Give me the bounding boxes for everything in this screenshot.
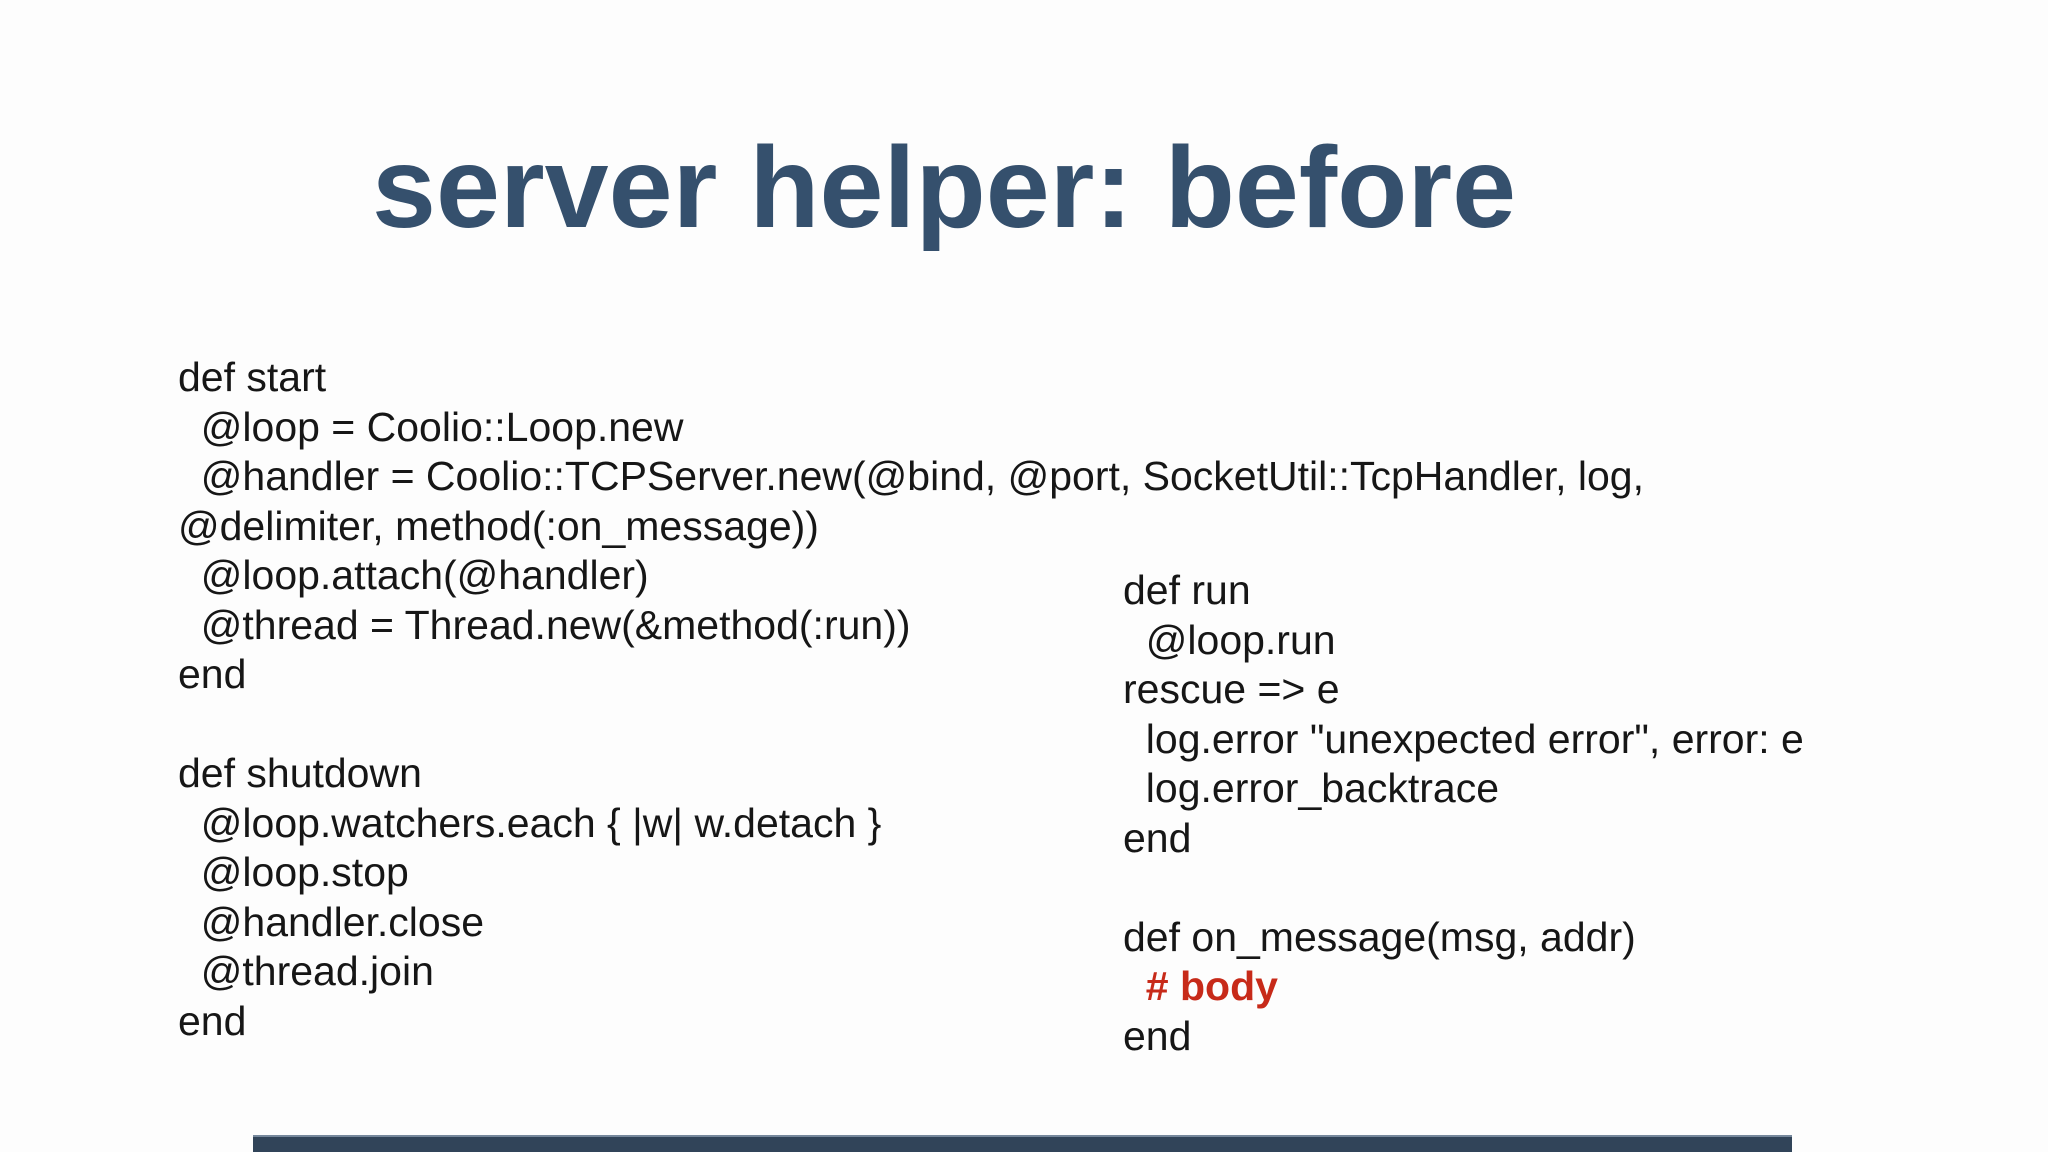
code-line: @thread.join — [178, 948, 434, 994]
code-comment-line: # body — [1123, 963, 1278, 1009]
code-line: @loop.stop — [178, 849, 409, 895]
code-line — [1123, 863, 1804, 913]
slide-title: server helper: before — [372, 124, 1517, 252]
code-line: @loop = Coolio::Loop.new — [178, 403, 684, 450]
code-line: end — [178, 651, 247, 697]
code-line: rescue => e — [1123, 666, 1340, 712]
code-line: end — [1123, 814, 1192, 861]
code-line: def start — [178, 354, 327, 400]
code-line: def shutdown — [178, 750, 422, 796]
code-line: end — [1123, 1012, 1192, 1059]
code-line: @loop.run — [1123, 616, 1336, 663]
code-line: log.error_backtrace — [1123, 765, 1500, 811]
code-block-start-shutdown: def start @loop = Coolio::Loop.new @hand… — [178, 353, 1644, 1046]
code-line: @thread = Thread.new(&method(:run)) — [178, 601, 911, 648]
footer-accent-bar — [253, 1135, 1792, 1152]
code-line: @loop.attach(@handler) — [178, 552, 649, 598]
code-line: @delimiter, method(:on_message)) — [178, 502, 819, 549]
code-line: end — [178, 997, 247, 1044]
code-line: def on_message(msg, addr) — [1123, 913, 1636, 960]
code-line: @handler.close — [178, 898, 485, 945]
code-line: @handler = Coolio::TCPServer.new(@bind, … — [178, 453, 1644, 499]
code-line: def run — [1123, 567, 1251, 613]
code-line: log.error "unexpected error", error: e — [1123, 715, 1804, 762]
code-line: @loop.watchers.each { |w| w.detach } — [178, 799, 882, 846]
